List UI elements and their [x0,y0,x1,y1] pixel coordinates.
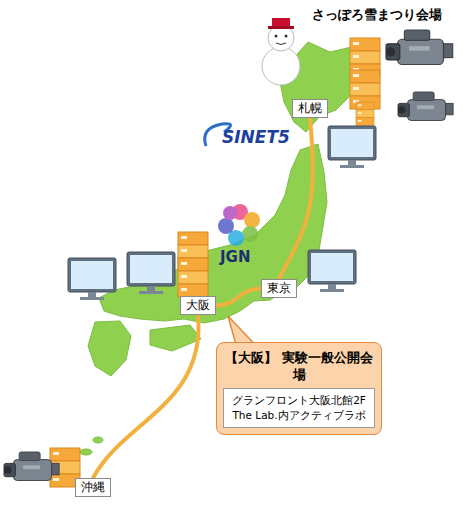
city-box: 東京 [261,279,297,298]
city-box: 沖縄 [75,478,111,497]
city-box: 大阪 [180,296,216,315]
venue-title: さっぽろ雪まつり会場 [312,6,442,24]
node-text: 東京 [267,281,291,296]
network-line [93,315,199,478]
network-line [216,289,261,306]
node-text: グランフロント大阪北館2F The Lab.内アクティブラボ [227,393,371,423]
callout-heading: 【大阪】 実験一般公開会場 [223,349,375,383]
network-logo: SINET5 [222,127,290,147]
callout-box: 【大阪】 実験一般公開会場グランフロント大阪北館2F The Lab.内アクティ… [216,342,382,435]
city-box: 札幌 [292,99,328,118]
network-logo: JGN [220,248,250,266]
node-text: 沖縄 [81,480,105,495]
venue-box: グランフロント大阪北館2F The Lab.内アクティブラボ [223,388,375,428]
node-text: 大阪 [186,298,210,313]
node-text: 札幌 [298,101,322,116]
